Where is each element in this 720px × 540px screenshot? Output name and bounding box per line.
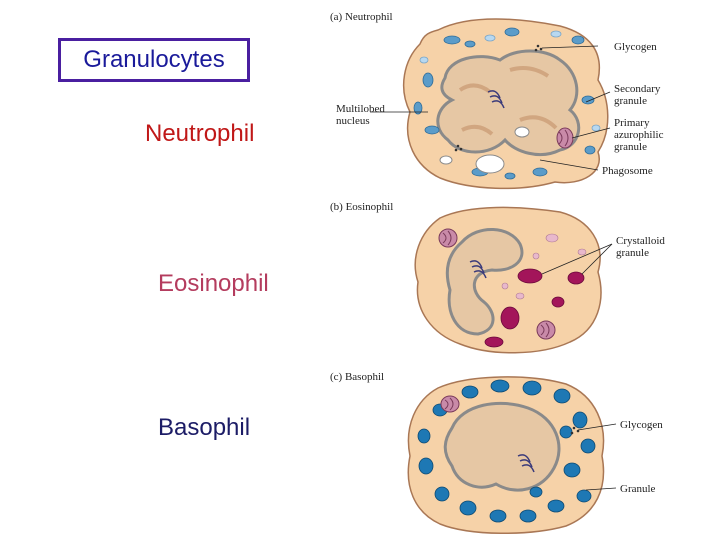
- eosinophil-leader-lines: [541, 243, 613, 275]
- neutrophil-primary-granules: [419, 30, 601, 132]
- neutrophil-label: Neutrophil: [145, 120, 255, 147]
- eosinophil-small-granules: [501, 233, 587, 300]
- crystalloid-granule-label-2: granule: [616, 247, 649, 259]
- neutrophil-caption: (a) Neutrophil: [330, 11, 393, 23]
- primary-granule-label-3: granule: [614, 141, 647, 153]
- secondary-granule-label-1: Secondary: [614, 83, 661, 95]
- primary-granule-label-2: azurophilic: [614, 129, 664, 141]
- glycogen-dots: [454, 44, 543, 152]
- neutrophil-specific-granules: [413, 27, 596, 180]
- basophil-mitochondria: [440, 395, 460, 413]
- secondary-granule-label-2: granule: [614, 95, 647, 107]
- basophil-leader-lines: [577, 423, 617, 491]
- phagosome-label: Phagosome: [602, 165, 653, 177]
- page-title: Granulocytes: [83, 46, 225, 73]
- golgi-lines-c: [517, 454, 535, 473]
- azurophilic-granule: [556, 127, 574, 149]
- neutrophil-leader-lines: [370, 45, 611, 171]
- crystalloid-granule-label-1: Crystalloid: [616, 235, 665, 247]
- glycogen-label-a: Glycogen: [614, 41, 657, 53]
- eosinophil-crystalloid-granules: [484, 268, 585, 348]
- primary-granule-label-1: Primary: [614, 117, 650, 129]
- eosinophil-granule-mitochondria: [438, 228, 556, 340]
- golgi-lines-b: [469, 260, 487, 279]
- neutrophil-diagram: (a) Neutrophil: [330, 11, 664, 190]
- basophil-nucleus: [443, 401, 561, 492]
- eosinophil-diagram: (b) Eosinophil: [330, 201, 665, 354]
- nucleus-chromatin: [458, 66, 558, 136]
- basophil-granules: [417, 379, 596, 523]
- eosinophil-bilobed-nucleus: [445, 228, 524, 336]
- basophil-caption: (c) Basophil: [330, 371, 384, 383]
- basophil-diagram: (c) Basophil: [330, 371, 663, 534]
- multilobed-nucleus-label-1: Multilobed: [336, 103, 385, 115]
- glycogen-label-c: Glycogen: [620, 419, 663, 431]
- basophil-label: Basophil: [158, 414, 251, 441]
- golgi-lines: [487, 90, 505, 109]
- granule-label-c: Granule: [620, 483, 656, 495]
- basophil-glycogen-dots: [570, 426, 580, 435]
- title-box: Granulocytes: [58, 38, 250, 82]
- eosinophil-label: Eosinophil: [158, 270, 269, 297]
- multilobed-nucleus-label-2: nucleus: [336, 115, 370, 127]
- phagosome: [439, 126, 530, 174]
- eosinophil-caption: (b) Eosinophil: [330, 201, 393, 213]
